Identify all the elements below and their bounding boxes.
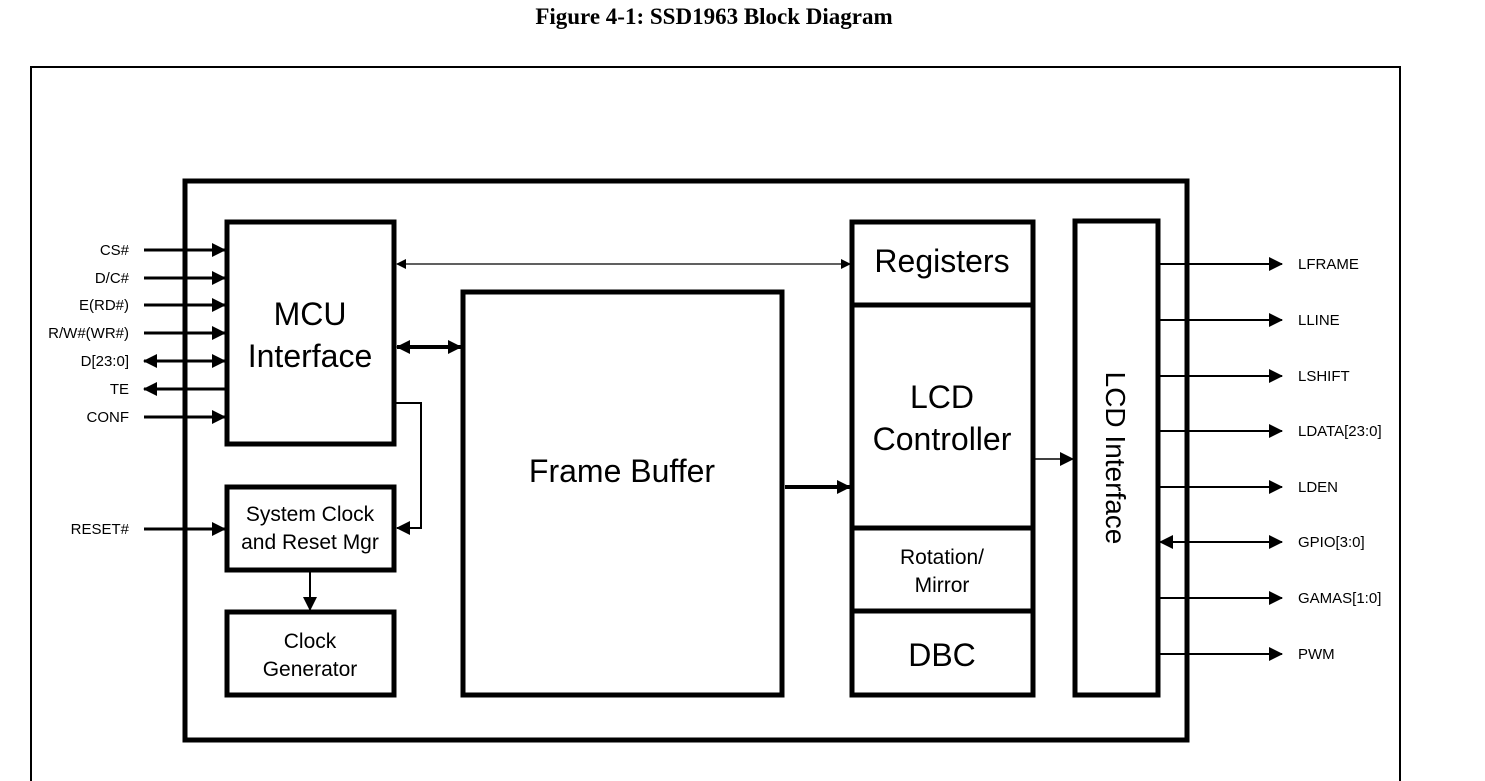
mcu-interface-label-2: Interface: [248, 338, 373, 374]
frame-buffer-block: Frame Buffer: [460, 289, 785, 698]
clock-generator-label-2: Generator: [263, 658, 358, 681]
lcd-interface-label: LCD Interface: [1100, 372, 1131, 545]
mcu-sysclock-link: [396, 402, 422, 535]
system-clock-label-1: System Clock: [246, 503, 375, 526]
lcd-interface-block: LCD Interface: [1072, 218, 1161, 698]
mcu-interface-block: MCU Interface: [224, 219, 397, 447]
pin-gpio-3-0: GPIO[3:0]: [1159, 534, 1365, 551]
lcd-controller-label-2: Controller: [873, 421, 1012, 457]
pin-ldata-23-0: LDATA[23:0]: [1160, 423, 1382, 440]
pin-d-23-0: D[23:0]: [81, 353, 226, 370]
figure-frame: [30, 66, 1401, 781]
registers-block: Registers: [849, 219, 1036, 308]
pin-label: GAMAS[1:0]: [1298, 590, 1381, 607]
output-pins: LFRAME LLINE LSHIFT LDATA[23:0] LDEN GPIO[3:0…: [1159, 256, 1382, 663]
pin-te: TE: [110, 381, 225, 398]
pin-lframe: LFRAME: [1160, 256, 1359, 273]
lcd-controller-label-1: LCD: [910, 379, 974, 415]
pin-label: RESET#: [71, 521, 130, 538]
rotation-mirror-label-2: Mirror: [915, 574, 970, 597]
mcu-interface-label-1: MCU: [274, 296, 347, 332]
system-clock-label-2: and Reset Mgr: [241, 531, 379, 554]
lcd-controller-block: LCD Controller: [849, 302, 1036, 531]
clock-generator-label-1: Clock: [284, 630, 337, 653]
pin-label: LDATA[23:0]: [1298, 423, 1382, 440]
pin-label: PWM: [1298, 646, 1335, 663]
pin-label: D/C#: [95, 270, 130, 287]
pin-label: CONF: [87, 409, 130, 426]
clock-generator-block: Clock Generator: [224, 609, 397, 698]
system-clock-block: System Clock and Reset Mgr: [224, 484, 397, 573]
rotation-mirror-label-1: Rotation/: [900, 546, 984, 569]
pin-gamas-1-0: GAMAS[1:0]: [1160, 590, 1381, 607]
pin-cs: CS#: [100, 242, 226, 259]
pin-label: E(RD#): [79, 297, 129, 314]
registers-label: Registers: [874, 243, 1009, 279]
dbc-block: DBC: [849, 608, 1036, 698]
pin-conf: CONF: [87, 409, 226, 426]
pin-label: CS#: [100, 242, 130, 259]
pin-label: LSHIFT: [1298, 368, 1350, 385]
rotation-mirror-block: Rotation/ Mirror: [849, 525, 1036, 614]
pin-lshift: LSHIFT: [1160, 368, 1350, 385]
figure-title: Figure 4-1: SSD1963 Block Diagram: [535, 4, 893, 29]
pin-label: LLINE: [1298, 312, 1340, 329]
pin-lden: LDEN: [1160, 479, 1338, 496]
dbc-label: DBC: [908, 637, 976, 673]
pin-label: TE: [110, 381, 129, 398]
pin-label: D[23:0]: [81, 353, 129, 370]
chip-boundary: [182, 178, 1190, 743]
input-pins: CS# D/C# E(RD#) R/W#(WR#) D[23:0] TE CONF RESET…: [48, 242, 226, 538]
pin-d-c: D/C#: [95, 270, 226, 287]
pin-lline: LLINE: [1160, 312, 1340, 329]
pin-label: LDEN: [1298, 479, 1338, 496]
pin-label: LFRAME: [1298, 256, 1359, 273]
pin-label: R/W#(WR#): [48, 325, 129, 342]
frame-buffer-label: Frame Buffer: [529, 453, 715, 489]
pin-reset: RESET#: [71, 521, 226, 538]
pin-label: GPIO[3:0]: [1298, 534, 1365, 551]
pin-pwm: PWM: [1160, 646, 1335, 663]
pin-e-rd: E(RD#): [79, 297, 226, 314]
pin-r-w-wr: R/W#(WR#): [48, 325, 226, 342]
